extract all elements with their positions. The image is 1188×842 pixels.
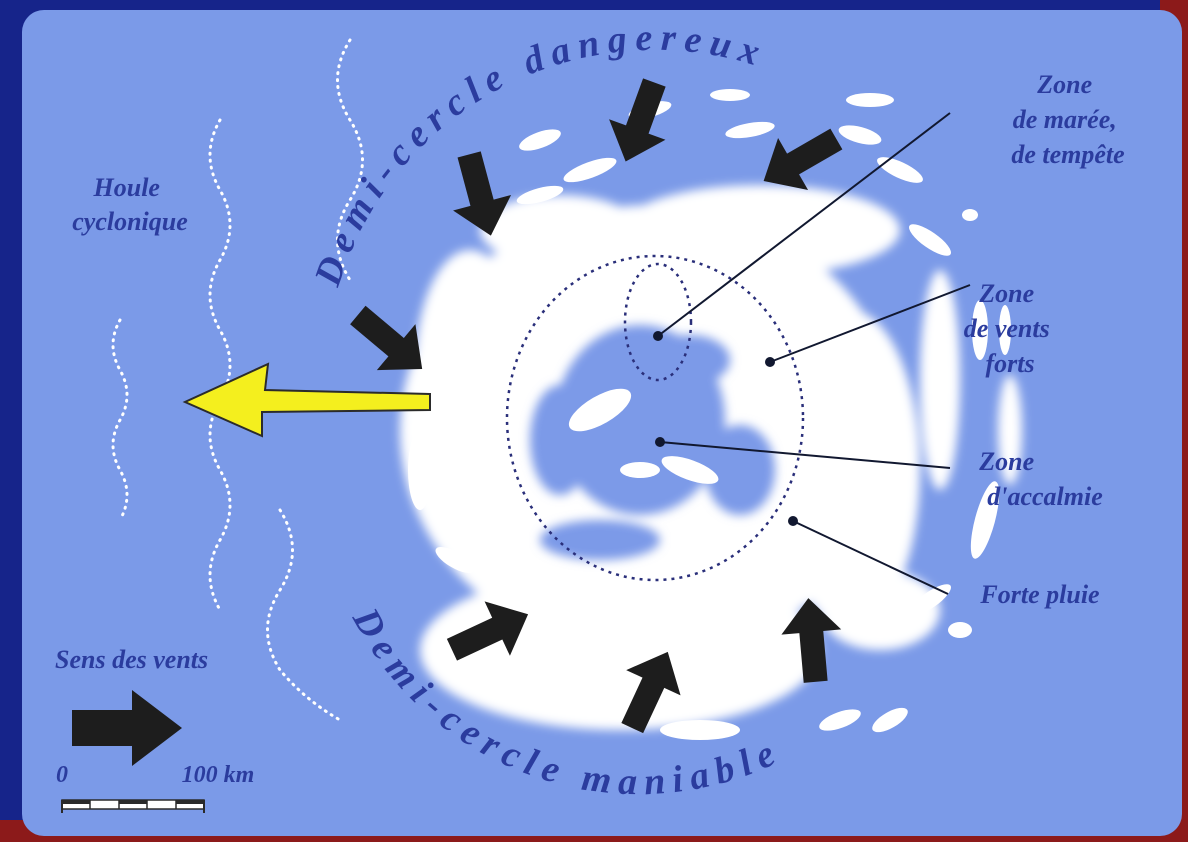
marker-strong-winds <box>765 357 775 367</box>
wind-direction-label: Sens des vents <box>55 645 208 674</box>
scale-end-label: 100 km <box>182 762 255 788</box>
heavy-rain-label: Forte pluie <box>979 580 1099 609</box>
marker-heavy-rain <box>788 516 798 526</box>
scale-start-label: 0 <box>56 762 68 788</box>
marker-calm <box>655 437 665 447</box>
marker-storm-surge <box>653 331 663 341</box>
